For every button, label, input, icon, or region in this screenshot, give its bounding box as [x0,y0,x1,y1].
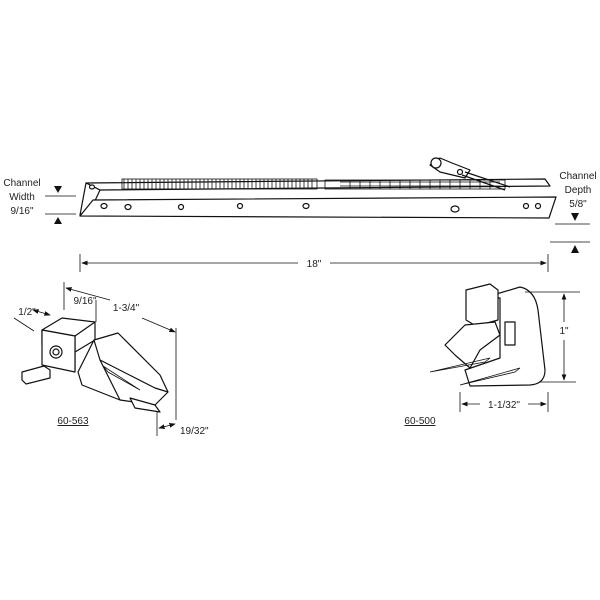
shoe-60-500 [429,283,546,387]
part-number-60-500: 60-500 [404,416,436,427]
dim-one-inch: 1" [559,326,569,337]
channel-depth-label-line2: Depth [565,185,592,196]
balance-channel [79,157,557,219]
length-label: 18" [307,259,322,270]
channel-depth-value: 5/8" [569,199,587,210]
dim-half-inch: 1/2" [18,307,36,318]
arrow-down-icon [571,213,579,221]
shoe-60-563-dimensions: 1/2" 9/16" 1-3/4" 19/32" 60-563 [13,282,209,437]
dim-one-and-one-thirtysecond: 1-1/32" [488,400,520,411]
cord-pulley [429,157,511,191]
dim-one-three-quarters: 1-3/4" [113,303,140,314]
length-dimension: 18" [79,254,549,272]
channel-width-label-line2: Width [9,192,35,203]
part-number-60-563: 60-563 [57,416,89,427]
channel-depth-dimension: Channel Depth 5/8" [550,171,597,253]
arrow-down-icon [54,186,62,193]
dim-nineteen-thirtyseconds: 19/32" [180,426,209,437]
channel-width-label-line1: Channel [3,178,40,189]
shoe-60-563 [21,317,169,413]
shoe-60-500-dimensions: 1" 1-1/32" 60-500 [404,291,580,427]
spring [121,178,506,190]
channel-width-value: 9/16" [10,206,33,217]
channel-depth-label-line1: Channel [559,171,596,182]
arrow-up-icon [571,245,579,253]
dim-nine-sixteenths: 9/16" [73,296,96,307]
channel-width-dimension: Channel Width 9/16" [3,178,76,224]
arrow-up-icon [54,217,62,224]
channel-holes [88,184,542,213]
